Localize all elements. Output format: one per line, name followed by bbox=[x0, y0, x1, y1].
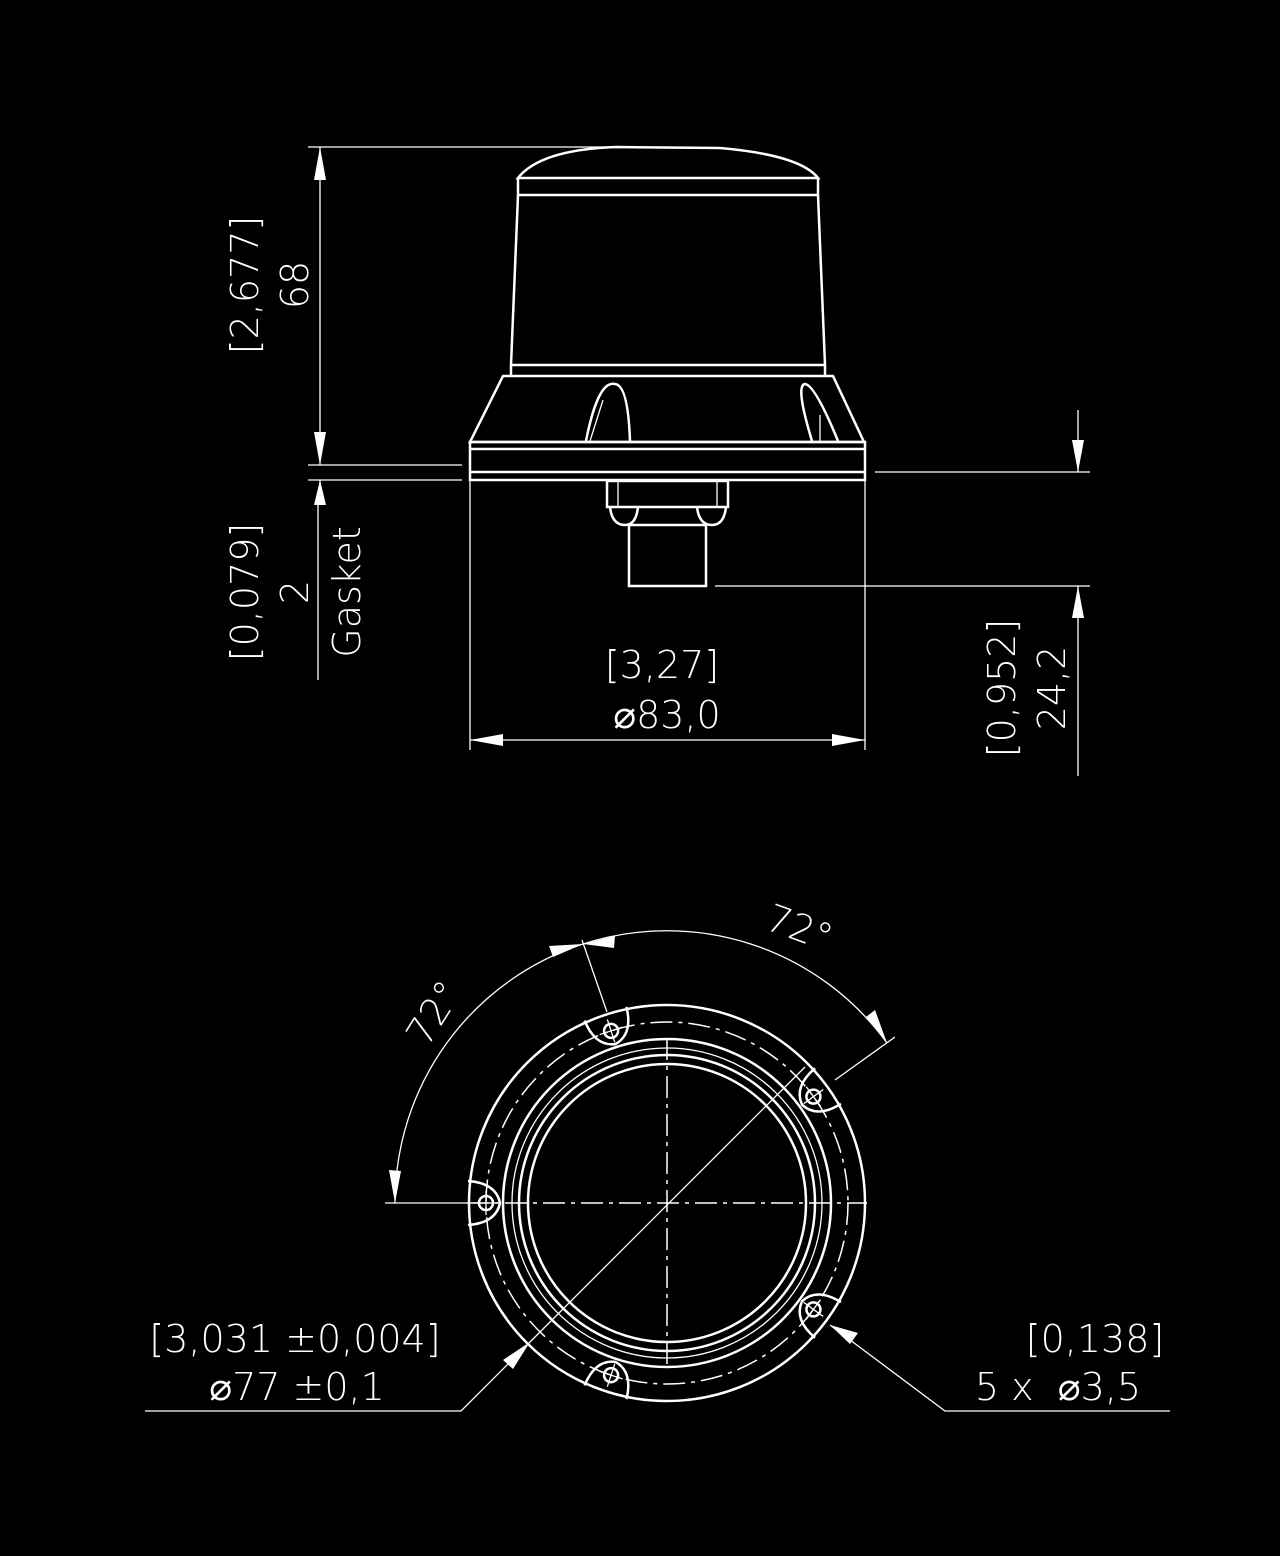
gasket-inch-label: [0,079] bbox=[223, 523, 267, 661]
height-inch-label: [2,677] bbox=[223, 216, 267, 354]
diameter-inch-label: [3,27] bbox=[605, 643, 719, 687]
bolt-circle-inch-label: [3,031 ±0,004] bbox=[149, 1317, 440, 1361]
connector-inch-label: [0,952] bbox=[980, 619, 1024, 757]
side-view-dimensions bbox=[308, 146, 1090, 776]
connector-mm-label: 24,2 bbox=[1030, 646, 1074, 731]
angle-left-label: 72° bbox=[397, 973, 470, 1053]
gasket-mm-label: 2 bbox=[273, 580, 317, 604]
bottom-view-outline bbox=[467, 1003, 867, 1403]
side-view-outline bbox=[467, 145, 867, 588]
hole-mm-label: 5 x ⌀3,5 bbox=[975, 1365, 1141, 1409]
bottom-view-dimensions bbox=[145, 930, 1170, 1412]
mounting-hole-icon bbox=[583, 1360, 630, 1400]
gasket-label: Gasket bbox=[325, 526, 369, 657]
diameter-mm-label: ⌀83,0 bbox=[613, 693, 721, 737]
mounting-hole-icon bbox=[798, 1067, 842, 1113]
height-mm-label: 68 bbox=[273, 261, 317, 309]
hole-inch-label: [0,138] bbox=[1026, 1317, 1164, 1361]
bolt-circle-mm-label: ⌀77 ±0,1 bbox=[209, 1365, 385, 1409]
mounting-hole-icon bbox=[467, 1179, 502, 1227]
angle-right-label: 72° bbox=[760, 896, 838, 960]
mounting-hole-icon bbox=[798, 1293, 842, 1339]
mounting-hole-icon bbox=[583, 1006, 630, 1046]
